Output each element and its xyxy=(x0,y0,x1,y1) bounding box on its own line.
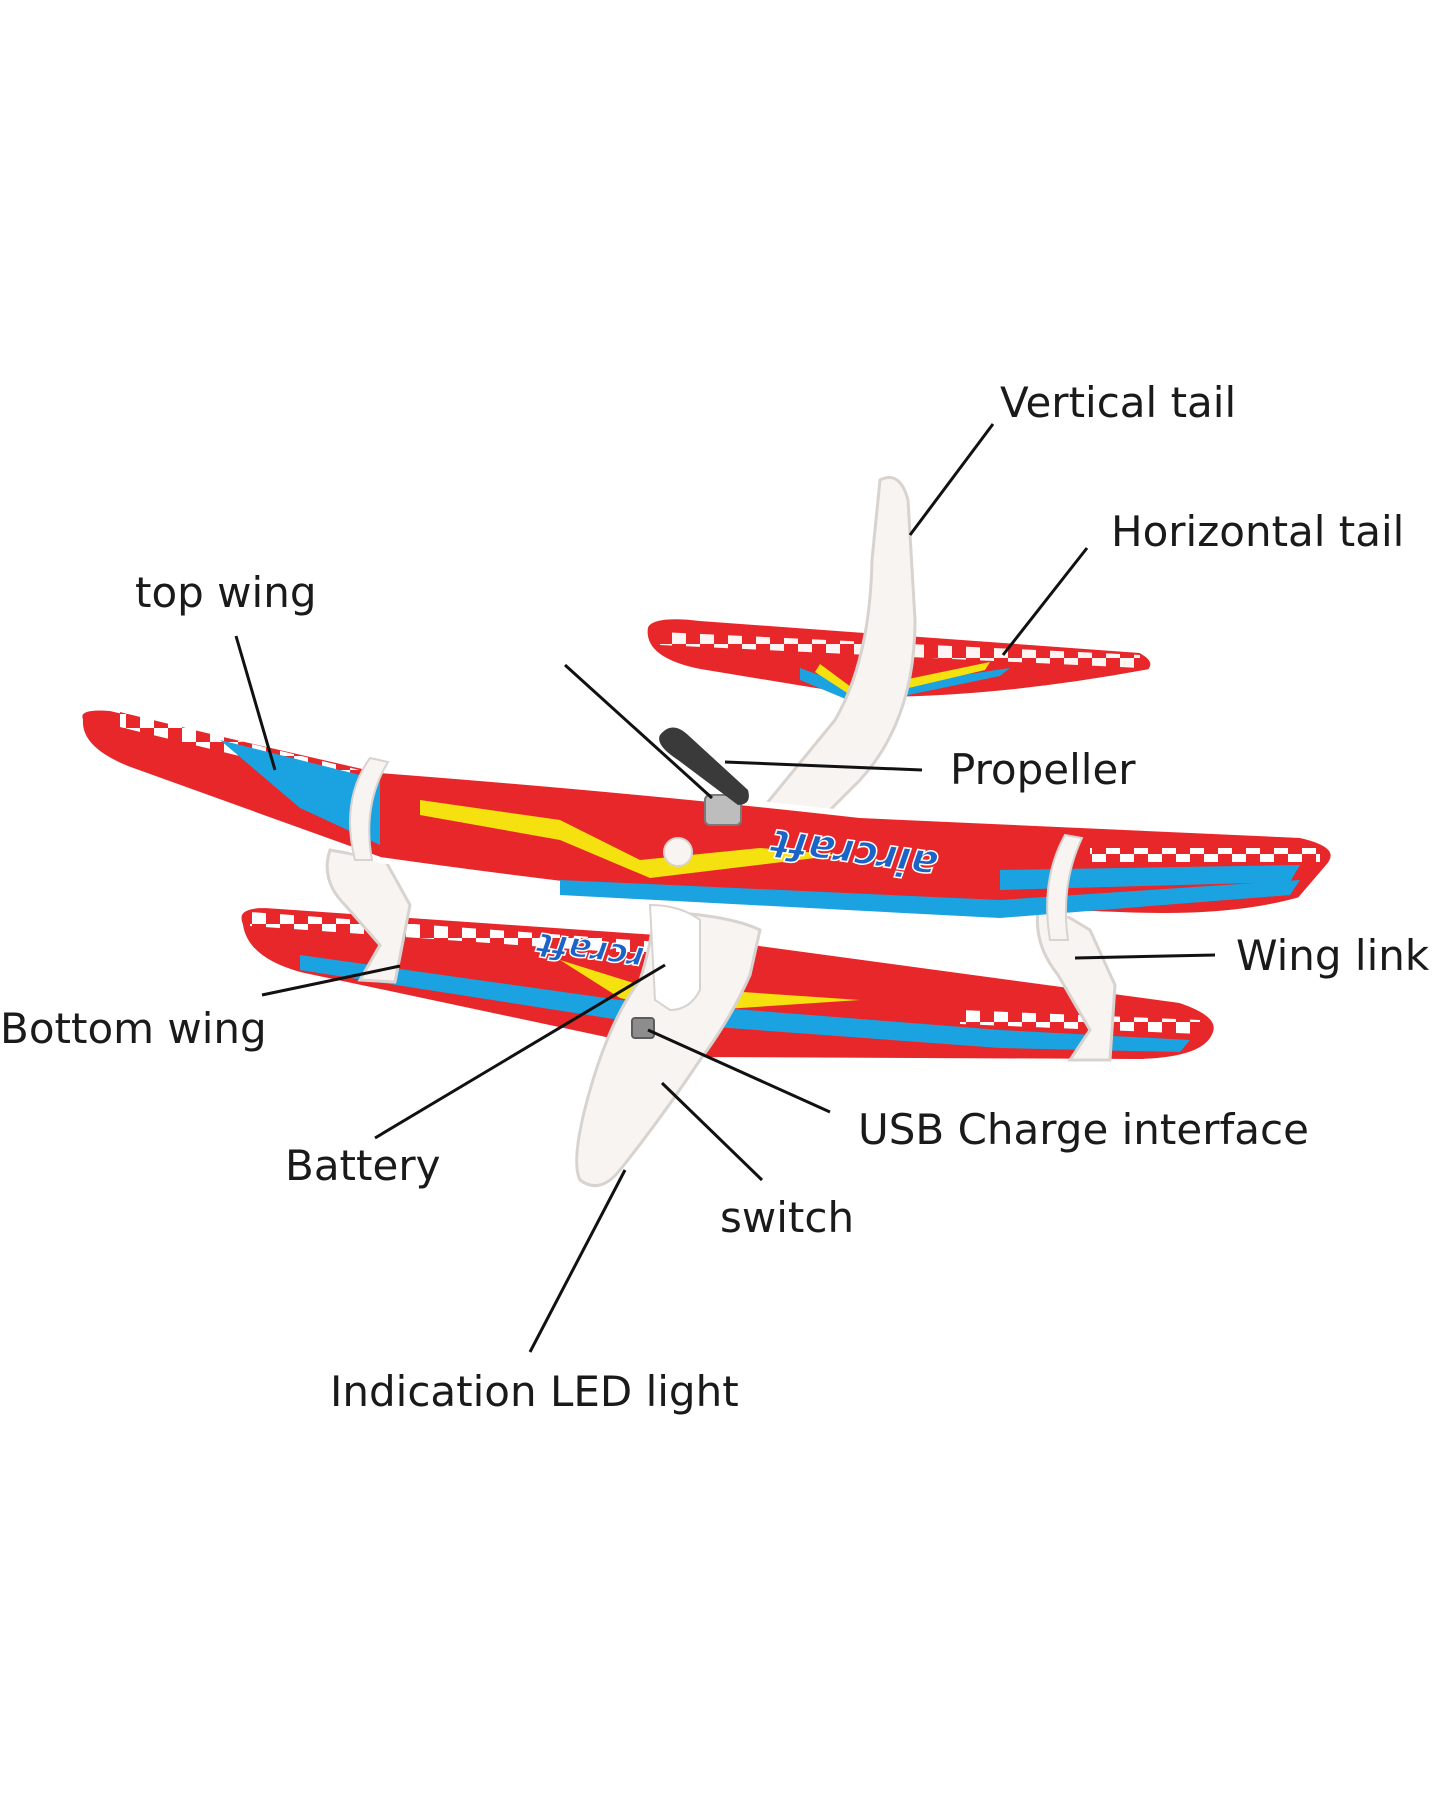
label-switch: switch xyxy=(720,1193,854,1242)
label-usb-charge-interface: USB Charge interface xyxy=(858,1105,1309,1154)
leader-switch xyxy=(660,1081,764,1182)
leader-propeller xyxy=(724,760,923,772)
leader-propeller-body xyxy=(563,663,714,800)
leader-horizontal-tail xyxy=(1001,547,1089,656)
leader-lines xyxy=(234,423,1216,1353)
label-top-wing: top wing xyxy=(135,568,316,617)
propeller-part xyxy=(659,727,749,867)
label-bottom-wing: Bottom wing xyxy=(0,1004,267,1053)
vertical-tail-part xyxy=(742,476,917,863)
label-propeller: Propeller xyxy=(950,745,1136,794)
leader-indication-led-light xyxy=(528,1169,627,1353)
leader-top-wing xyxy=(234,635,277,771)
front-fuselage xyxy=(575,903,762,1188)
label-indication-led-light: Indication LED light xyxy=(330,1367,739,1416)
leader-vertical-tail xyxy=(908,423,995,536)
label-wing-link: Wing link xyxy=(1236,931,1430,980)
leader-wing-link xyxy=(1074,953,1216,960)
label-vertical-tail: Vertical tail xyxy=(1000,378,1236,427)
label-horizontal-tail: Horizontal tail xyxy=(1111,507,1404,556)
airplane-illustration: aircraft aircraft xyxy=(76,476,1337,1188)
part-labels: Vertical tail Horizontal tail top wing P… xyxy=(0,378,1430,1416)
leader-battery xyxy=(374,963,666,1140)
leader-bottom-wing xyxy=(261,964,401,997)
label-battery: Battery xyxy=(285,1141,440,1190)
leader-usb-charge-interface xyxy=(647,1028,831,1114)
